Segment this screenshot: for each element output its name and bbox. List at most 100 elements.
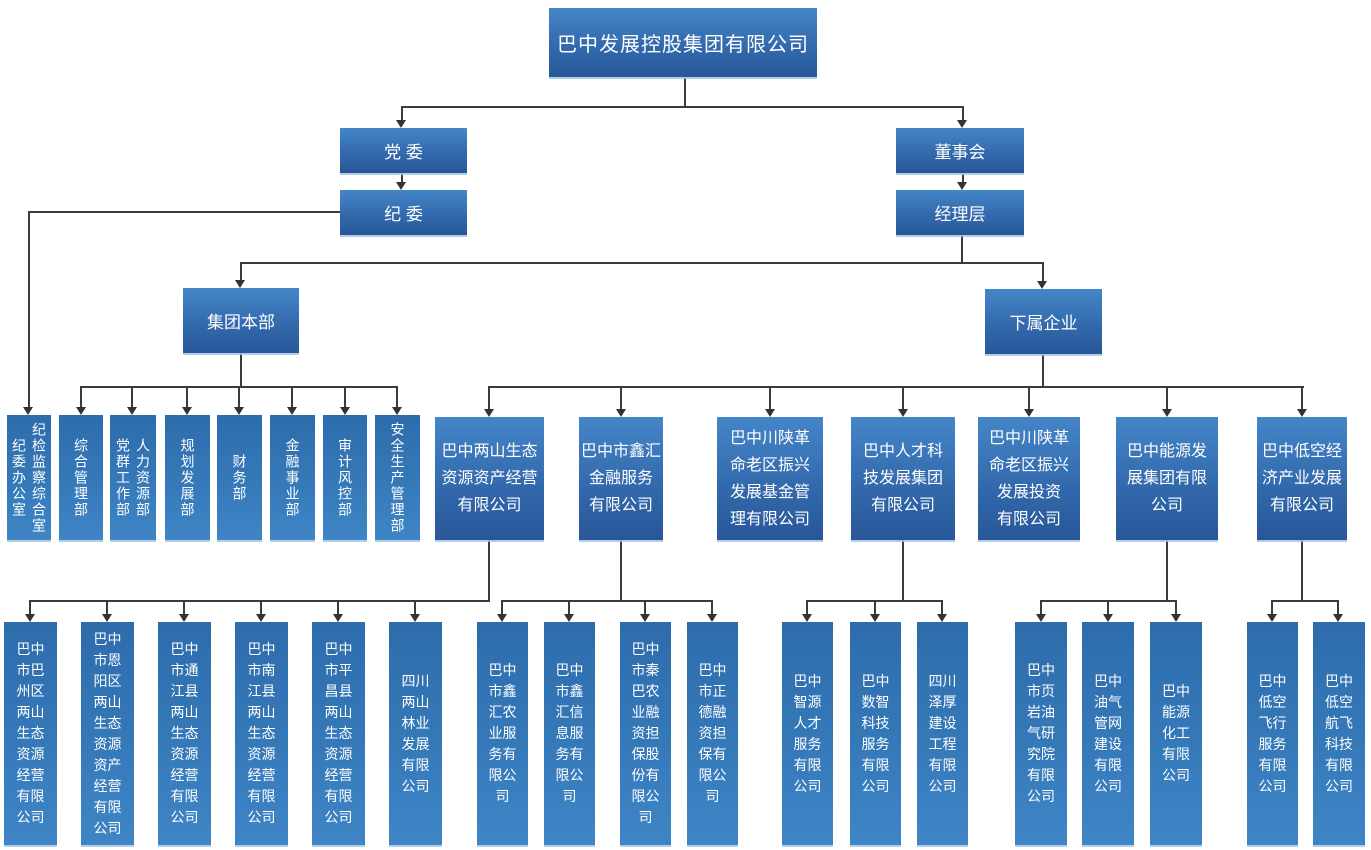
org-node-subcompany: 巴中 市恩 阳区 两山 生态 资源 资产 经营 有限 公司 xyxy=(81,622,134,845)
connector xyxy=(1028,386,1030,409)
org-node-subsidiaries: 下属企业 xyxy=(985,289,1102,354)
discipline-committee-label: 纪 委 xyxy=(384,205,423,224)
subcompany-label: 巴中 市平 昌县 两山 生态 资源 经营 有限 公司 xyxy=(324,641,353,825)
connector xyxy=(80,386,82,407)
connector xyxy=(620,540,622,600)
org-node-subcompany: 巴中 市秦 巴农 业融 资担 保股 份有 限公 司 xyxy=(620,622,671,845)
connector xyxy=(501,600,713,602)
connector xyxy=(1042,262,1044,281)
connector xyxy=(1301,540,1303,600)
subcompany-label: 巴中 市南 江县 两山 生态 资源 经营 有限 公司 xyxy=(247,641,276,825)
connector xyxy=(488,540,490,600)
org-node-subcompany: 四川 两山 林业 发展 有限 公司 xyxy=(389,622,442,845)
connector xyxy=(769,386,771,409)
company-label: 巴中低空经 济产业发展 有限公司 xyxy=(1261,443,1342,514)
arrowhead-icon xyxy=(564,614,574,622)
arrowhead-icon xyxy=(235,280,245,288)
arrowhead-icon xyxy=(1024,409,1034,417)
subcompany-label: 巴中 市通 江县 两山 生态 资源 经营 有限 公司 xyxy=(170,641,199,825)
subcompany-label: 巴中 市鑫 汇农 业服 务有 限公 司 xyxy=(488,662,517,804)
connector xyxy=(29,600,490,602)
department-label: 纪检监察综合室 纪委办公室 xyxy=(11,421,47,534)
org-node-subcompany: 四川 泽厚 建设 工程 有限 公司 xyxy=(917,622,968,845)
arrowhead-icon xyxy=(287,407,297,415)
org-node-department: 金融事业部 xyxy=(270,415,315,540)
subcompany-label: 巴中 市恩 阳区 两山 生态 资源 资产 经营 有限 公司 xyxy=(93,630,122,836)
org-node-department: 安全生产管理部 xyxy=(375,415,420,540)
subcompany-label: 巴中 市秦 巴农 业融 资担 保股 份有 限公 司 xyxy=(631,641,660,825)
arrowhead-icon xyxy=(102,614,112,622)
connector xyxy=(684,77,686,106)
arrowhead-icon xyxy=(396,182,406,190)
arrowhead-icon xyxy=(256,614,266,622)
subcompany-label: 巴中 能源 化工 有限 公司 xyxy=(1162,683,1190,783)
arrowhead-icon xyxy=(616,409,626,417)
connector xyxy=(1166,386,1168,409)
connector xyxy=(414,600,416,614)
company-label: 巴中能源发 展集团有限 公司 xyxy=(1126,443,1207,514)
company-label: 巴中人才科 技发展集团 有限公司 xyxy=(862,443,943,514)
connector xyxy=(711,600,713,614)
department-label: 金融事业部 xyxy=(284,437,301,518)
org-node-department: 规划发展部 xyxy=(165,415,210,540)
org-node-company: 巴中川陕革 命老区振兴 发展投资 有限公司 xyxy=(978,417,1080,540)
connector xyxy=(238,386,240,407)
connector xyxy=(644,600,646,614)
connector xyxy=(1107,600,1109,614)
subcompany-label: 巴中 低空 航飞 科技 有限 公司 xyxy=(1325,672,1353,794)
arrowhead-icon xyxy=(497,614,507,622)
org-node-subcompany: 巴中 低空 航飞 科技 有限 公司 xyxy=(1313,622,1365,845)
org-node-company: 巴中市鑫汇 金融服务 有限公司 xyxy=(579,417,663,540)
org-node-subcompany: 巴中 低空 飞行 服务 有限 公司 xyxy=(1247,622,1298,845)
department-label: 财务部 xyxy=(231,453,248,502)
department-label: 规划发展部 xyxy=(179,437,196,518)
arrowhead-icon xyxy=(640,614,650,622)
connector xyxy=(240,262,1044,264)
arrowhead-icon xyxy=(182,407,192,415)
arrowhead-icon xyxy=(234,407,244,415)
connector xyxy=(291,386,293,407)
arrowhead-icon xyxy=(392,407,402,415)
company-label: 巴中市鑫汇 金融服务 有限公司 xyxy=(580,443,661,514)
arrowhead-icon xyxy=(898,409,908,417)
connector xyxy=(941,600,943,614)
subcompany-label: 巴中 市正 德融 资担 保有 限公 司 xyxy=(698,662,727,804)
org-node-subcompany: 巴中 市鑫 汇信 息服 务有 限公 司 xyxy=(544,622,595,845)
connector xyxy=(183,600,185,614)
org-node-party-committee: 党 委 xyxy=(340,128,467,173)
org-node-subcompany: 巴中 能源 化工 有限 公司 xyxy=(1150,622,1202,845)
connector xyxy=(29,600,31,614)
connector xyxy=(1040,600,1042,614)
arrowhead-icon xyxy=(707,614,717,622)
org-node-subcompany: 巴中 市平 昌县 两山 生态 资源 经营 有限 公司 xyxy=(312,622,365,845)
arrowhead-icon xyxy=(23,407,33,415)
headquarters-label: 集团本部 xyxy=(207,313,275,332)
org-node-subcompany: 巴中 油气 管网 建设 有限 公司 xyxy=(1082,622,1134,845)
org-node-company: 巴中能源发 展集团有限 公司 xyxy=(1116,417,1218,540)
subcompany-label: 巴中 低空 飞行 服务 有限 公司 xyxy=(1258,672,1287,794)
arrowhead-icon xyxy=(25,614,35,622)
arrowhead-icon xyxy=(957,182,967,190)
management-label: 经理层 xyxy=(934,205,986,224)
org-node-board: 董事会 xyxy=(896,128,1024,173)
arrowhead-icon xyxy=(1333,614,1343,622)
connector xyxy=(1166,540,1168,600)
connector xyxy=(620,386,622,409)
connector xyxy=(488,386,490,409)
company-label: 巴中两山生态 资源资产经营 有限公司 xyxy=(441,443,538,514)
subcompany-label: 巴中 油气 管网 建设 有限 公司 xyxy=(1094,672,1122,794)
company-label: 巴中川陕革 命老区振兴 发展投资 有限公司 xyxy=(988,429,1069,528)
org-node-department: 财务部 xyxy=(217,415,262,540)
org-node-subcompany: 巴中 市巴 州区 两山 生态 资源 经营 有限 公司 xyxy=(4,622,57,845)
connector xyxy=(1271,600,1339,602)
org-node-subcompany: 巴中 市页 岩油 气研 究院 有限 公司 xyxy=(1015,622,1067,845)
connector xyxy=(1175,600,1177,614)
connector xyxy=(240,262,242,280)
arrowhead-icon xyxy=(410,614,420,622)
connector xyxy=(501,600,503,614)
connector xyxy=(874,600,876,614)
connector xyxy=(1271,600,1273,614)
arrowhead-icon xyxy=(127,407,137,415)
arrowhead-icon xyxy=(1103,614,1113,622)
subcompany-label: 四川 两山 林业 发展 有限 公司 xyxy=(401,672,430,794)
